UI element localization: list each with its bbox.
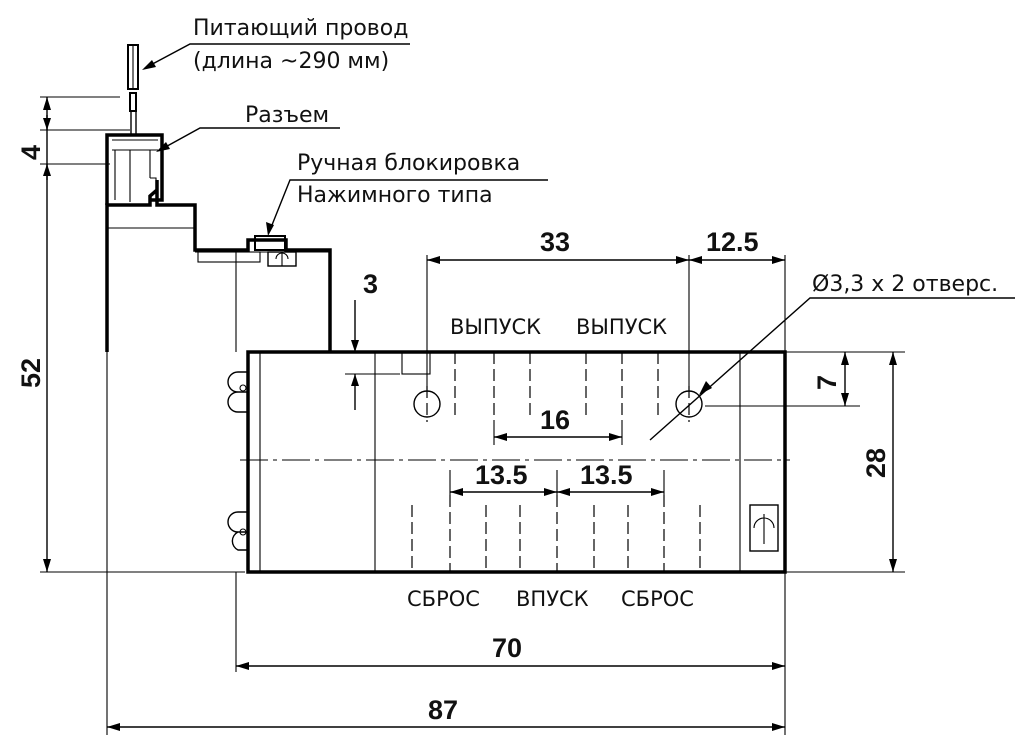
power-wire xyxy=(127,44,139,135)
dim-body-length: 70 xyxy=(492,633,522,663)
valve-outline xyxy=(105,133,787,574)
extension-lines xyxy=(40,96,905,735)
manual-override-label-2: Нажимного типа xyxy=(297,183,493,208)
body-details xyxy=(227,351,790,572)
power-wire-label-2: (длина ~290 мм) xyxy=(193,49,389,74)
dim-connector-height: 4 xyxy=(16,145,46,160)
dim-hole-spacing: 33 xyxy=(540,227,570,257)
mounting-holes-label: Ø3,3 x 2 отверс. xyxy=(812,272,998,297)
power-wire-label-1: Питающий провод xyxy=(193,16,408,41)
connector-label: Разъем xyxy=(245,103,329,128)
dim-total-length: 87 xyxy=(428,695,458,725)
dimension-lines xyxy=(43,97,897,731)
dimension-values: 4 52 3 33 12.5 7 28 16 13.5 13.5 70 87 xyxy=(16,145,891,725)
dim-step-height: 3 xyxy=(363,269,378,299)
manual-override-label-1: Ручная блокировка xyxy=(297,151,520,176)
dim-exhaust-spacing: 16 xyxy=(540,405,570,435)
manual-override-button xyxy=(254,235,297,267)
dim-port-spacing-left: 13.5 xyxy=(475,460,528,490)
dim-hole-vertical-offset: 7 xyxy=(812,375,842,390)
leader-lines xyxy=(142,43,1015,441)
port-labels: ВЫПУСК ВЫПУСК СБРОС ВПУСК СБРОС xyxy=(407,315,694,611)
port-exhaust-right: ВЫПУСК xyxy=(576,315,667,339)
port-inlet: ВПУСК xyxy=(516,587,589,611)
dim-port-spacing-right: 13.5 xyxy=(580,460,633,490)
port-exhaust-left: ВЫПУСК xyxy=(450,315,541,339)
dim-total-height: 52 xyxy=(16,358,46,388)
port-reset-left: СБРОС xyxy=(407,587,480,611)
connector xyxy=(107,139,330,352)
dim-hole-edge-offset: 12.5 xyxy=(706,227,759,257)
port-reset-right: СБРОС xyxy=(621,587,694,611)
callout-labels: Питающий провод (длина ~290 мм) Разъем Р… xyxy=(193,16,998,297)
dim-body-height: 28 xyxy=(861,448,891,478)
